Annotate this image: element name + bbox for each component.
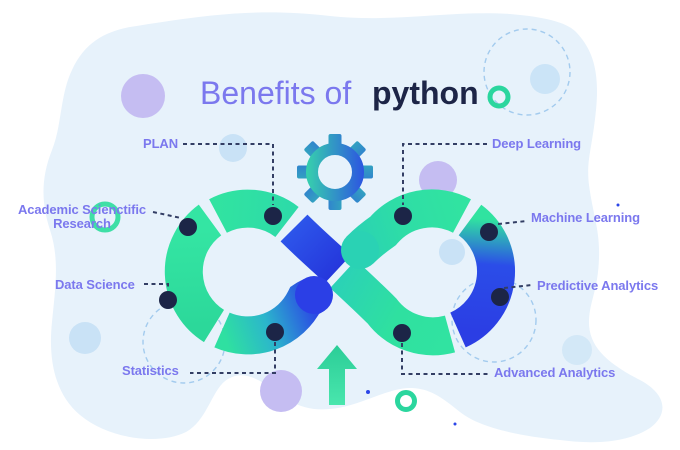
label-academic-line2: Research (53, 216, 111, 231)
label-machine-learning: Machine Learning (531, 210, 640, 225)
decor-blue-circle-top (219, 134, 247, 162)
data-science-connector (144, 283, 169, 290)
decor-speck-1 (366, 390, 370, 394)
connector-dot-deep-learning (394, 207, 412, 225)
decor-lavender-circle-top-left (121, 74, 165, 118)
label-data-science: Data Science (55, 277, 135, 292)
machine-learning-connector (497, 220, 528, 225)
label-statistics: Statistics (122, 363, 179, 378)
loop-left-side-segment (164, 204, 225, 343)
label-predictive-analytics: Predictive Analytics (537, 278, 658, 293)
label-deep-learning: Deep Learning (492, 136, 581, 151)
loop-center-teal-segment (330, 260, 456, 356)
decor-dashed-circle-bottom-right (451, 277, 537, 363)
decor-blue-circle-bottom-right (562, 335, 592, 365)
green-ring-icon-left (89, 201, 121, 233)
connector-dot-predictive (491, 288, 509, 306)
decor-blue-circle-mid-right (439, 239, 465, 265)
predictive-connector (503, 284, 533, 289)
deep-learning-connector (402, 143, 487, 205)
loop-center-blue-segment (280, 214, 351, 283)
decor-lavender-circle-bottom (260, 370, 302, 412)
green-ring-icon-bottom (395, 390, 417, 412)
green-ring-icon-top-right (487, 85, 511, 109)
connector-dot-advanced (393, 324, 411, 342)
plan-connector (183, 143, 274, 205)
connector-dot-machine-learning (480, 223, 498, 241)
label-academic-line1: Academic Scienctific (18, 202, 146, 217)
connector-dot-academic (179, 218, 197, 236)
label-plan: PLAN (143, 136, 178, 151)
label-advanced-analytics: Advanced Analytics (494, 365, 615, 380)
connector-dot-statistics (266, 323, 284, 341)
page-title-prefix: Benefits of (200, 75, 351, 111)
loop-teal-cap (341, 231, 379, 269)
decor-blue-circle-left (69, 322, 101, 354)
academic-connector (152, 211, 182, 219)
advanced-connector (401, 343, 488, 375)
connector-dot-plan (264, 207, 282, 225)
gear-icon (297, 134, 373, 210)
decor-speck-2 (453, 422, 457, 426)
page-title-highlight: python (372, 75, 479, 111)
decor-dashed-circle-top-right (483, 28, 571, 116)
up-arrow-icon (317, 345, 357, 405)
decor-speck-3 (616, 203, 620, 207)
loop-blue-cap (295, 276, 333, 314)
decor-blue-circle-top-right (530, 64, 560, 94)
connector-dot-data-science (159, 291, 177, 309)
statistics-connector (190, 342, 276, 374)
